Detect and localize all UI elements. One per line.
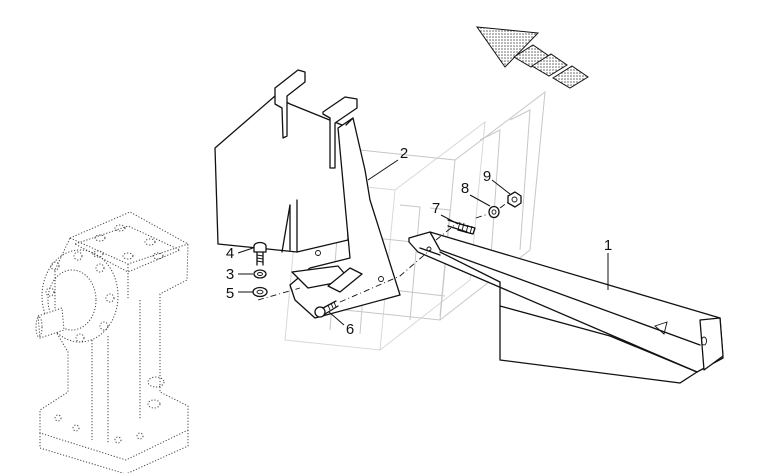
support-arm	[408, 231, 724, 384]
leader-lines	[237, 159, 609, 326]
callout-6: 6	[346, 321, 354, 338]
callout-labels: 1 2 3 4 5 6 7 8 9	[226, 145, 612, 338]
nut-9	[507, 191, 522, 208]
callout-3: 3	[226, 266, 234, 283]
callout-5: 5	[226, 285, 234, 302]
deflector-shield	[214, 69, 401, 319]
bolt-7	[447, 219, 476, 235]
callout-2: 2	[400, 145, 408, 162]
travel-direction-arrow-icon	[475, 26, 589, 89]
callout-8: 8	[461, 180, 469, 197]
callout-7: 7	[432, 200, 440, 217]
washer-5	[252, 286, 268, 298]
callout-4: 4	[226, 245, 234, 262]
callout-9: 9	[483, 168, 491, 185]
bolt-4	[253, 241, 267, 266]
washer-3	[253, 269, 267, 279]
gearbox-housing	[35, 211, 189, 473]
bolt-6	[314, 300, 339, 318]
washer-8	[488, 205, 500, 219]
callout-1: 1	[604, 237, 612, 254]
